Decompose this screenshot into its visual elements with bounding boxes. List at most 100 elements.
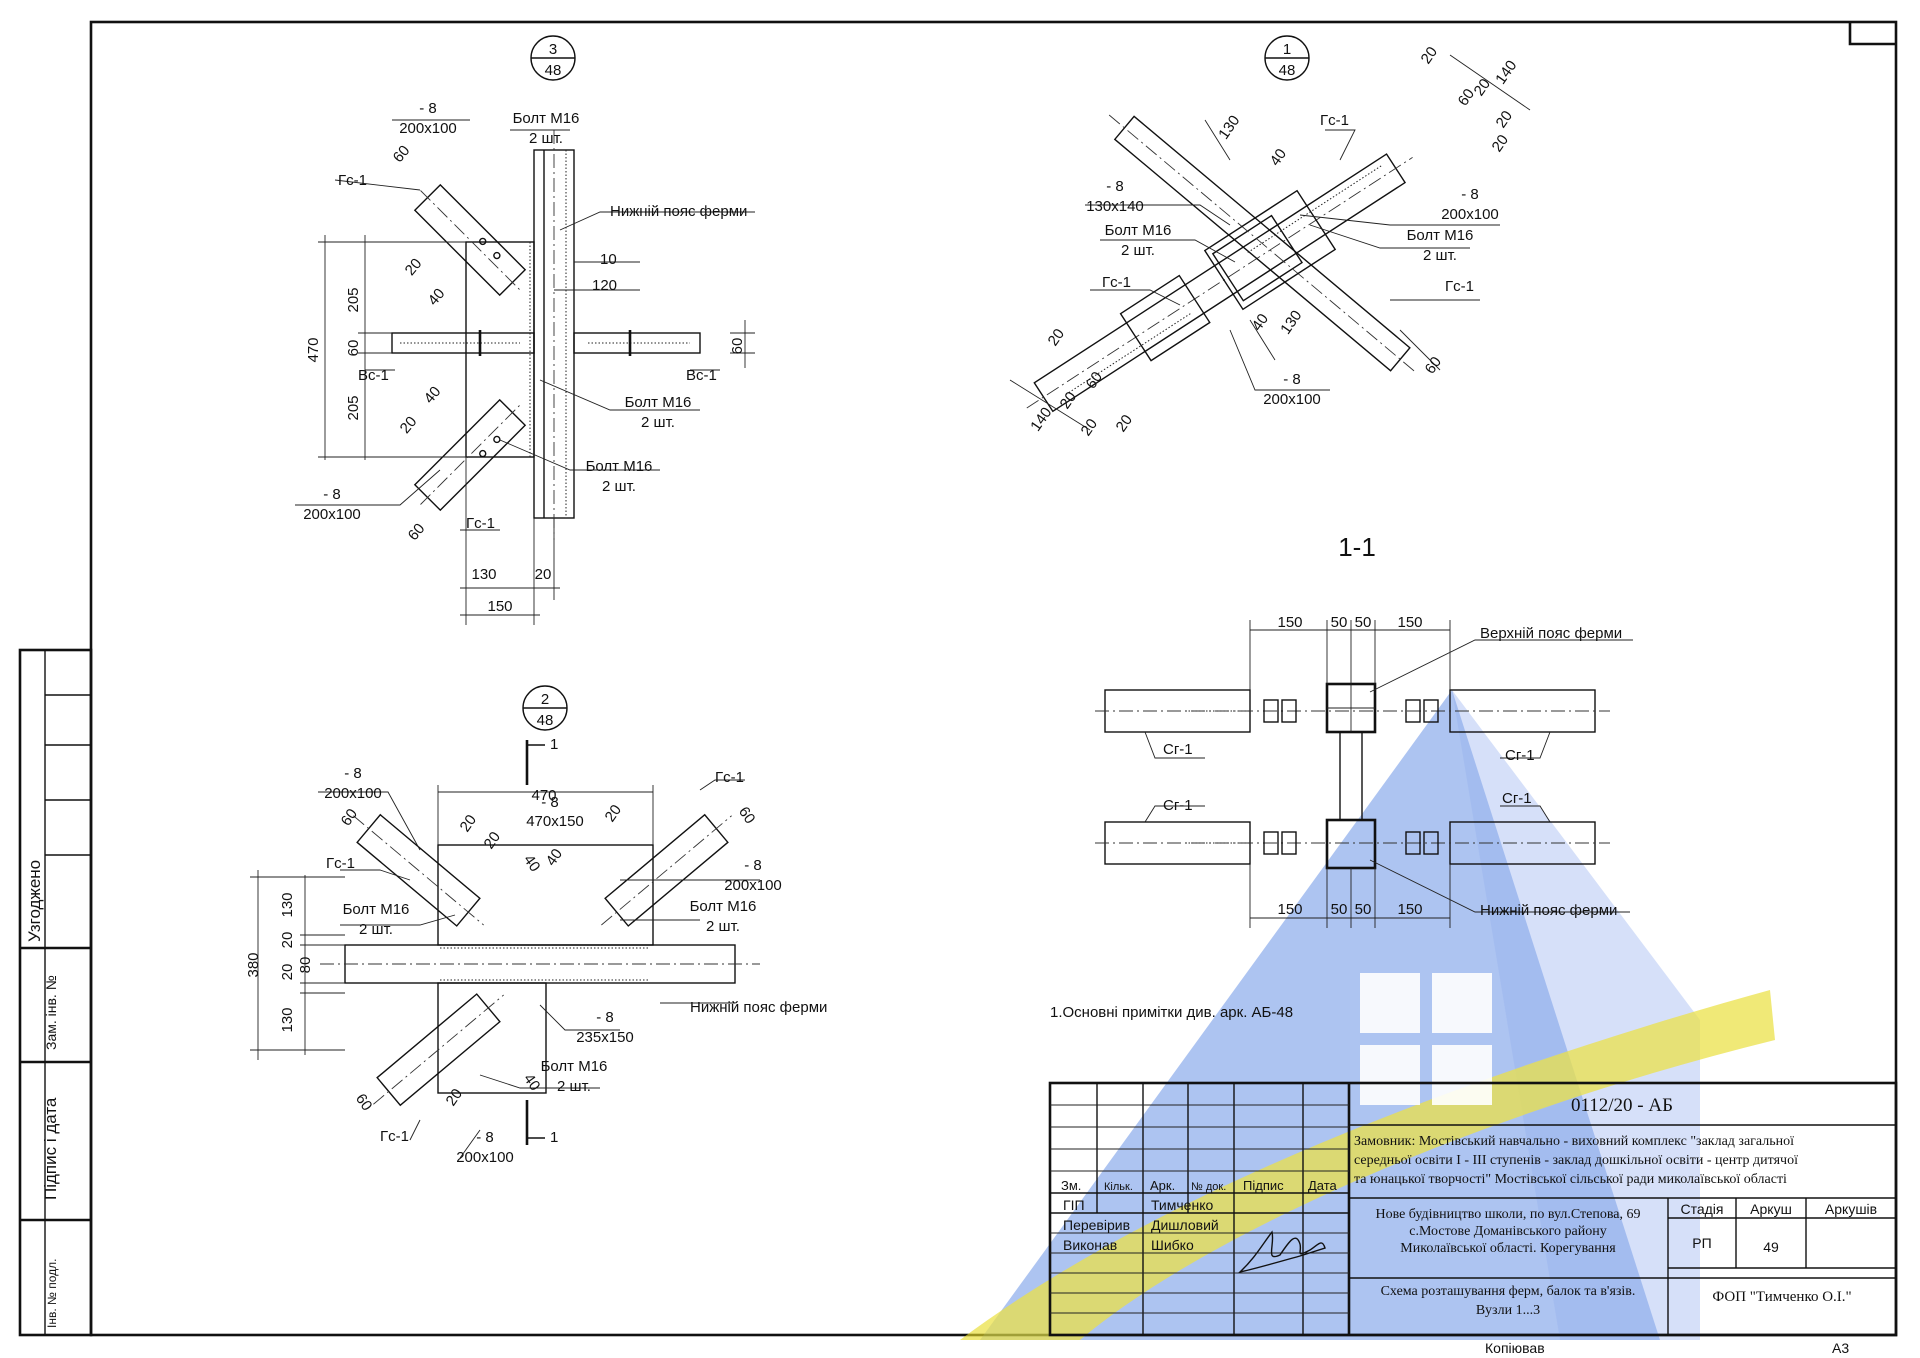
n2-plate-tl-1: - 8 — [344, 765, 362, 782]
n1-bolt-b-1: Болт М16 — [1407, 227, 1474, 244]
n2-dim-60a: 60 — [338, 806, 361, 829]
n3-bolt-top-1: Болт М16 — [513, 110, 580, 127]
n2-chord-label: Нижній пояс ферми — [690, 999, 827, 1016]
n2-dim-20a: 20 — [279, 932, 296, 949]
n3-dim-20b: 20 — [535, 566, 552, 583]
s11-dim-bot-150b: 150 — [1397, 901, 1422, 918]
n3-plate-bot-1: - 8 — [323, 486, 341, 503]
n3-dim-60a: 60 — [390, 142, 414, 166]
name-executed: Шибко — [1151, 1237, 1194, 1253]
n2-plate-bl-1: - 8 — [476, 1129, 494, 1146]
n3-bolt-mid-2: 2 шт. — [641, 414, 675, 431]
customer-line-2: середньої освіти I - III ступенів - закл… — [1354, 1153, 1798, 1168]
n1-bolt-b-2: 2 шт. — [1423, 247, 1457, 264]
side-inv-replace-label: Зам. інв. № — [43, 975, 59, 1050]
n2-dim-20b: 20 — [279, 964, 296, 981]
n1-plate-c-1: - 8 — [1283, 371, 1301, 388]
n1-dim-40b: 40 — [1249, 311, 1272, 334]
n1-dim-60a: 60 — [1455, 86, 1478, 109]
n1-plate-a-1: - 8 — [1106, 178, 1124, 195]
n2-dim-40a: 40 — [520, 852, 543, 875]
n3-dim-60b: 60 — [405, 520, 429, 544]
drawing-title-1: Схема розташування ферм, балок та в'язів… — [1381, 1284, 1636, 1299]
n2-dim-130b: 130 — [279, 1007, 296, 1032]
n2-dim-130a: 130 — [279, 892, 296, 917]
n3-dim-150: 150 — [487, 598, 512, 615]
s11-dim-top-150a: 150 — [1277, 614, 1302, 631]
node-2-drawing: 2 48 1 1 — [245, 685, 827, 1166]
side-inv-orig-label: Інв. № подл. — [45, 1259, 59, 1328]
n2-plate-tr-1: - 8 — [744, 857, 762, 874]
n2-plate-bot-2: 235x150 — [576, 1029, 634, 1046]
sheet-header: Аркуш — [1750, 1201, 1792, 1217]
n3-gs1-top: Гс-1 — [338, 172, 367, 189]
n1-plate-c-2: 200x100 — [1263, 391, 1321, 408]
n2-dim-20d: 20 — [481, 829, 504, 852]
n2-bolt-b-1: Болт М16 — [541, 1058, 608, 1075]
hdr-ndok: № док. — [1191, 1181, 1226, 1193]
n1-bolt-a-2: 2 шт. — [1121, 242, 1155, 259]
section-title: 1-1 — [1338, 532, 1376, 562]
hdr-kilk: Кільк. — [1104, 1181, 1133, 1193]
n2-dim-40b: 40 — [543, 846, 566, 869]
n2-plate-tl-2: 200x100 — [324, 785, 382, 802]
name-gip: Тимченко — [1151, 1197, 1213, 1213]
n3-dim-20a: 20 — [402, 255, 426, 279]
n1-dim-130a: 130 — [1215, 112, 1243, 142]
n3-bolt-bot-1: Болт М16 — [586, 458, 653, 475]
n2-plate-bl-2: 200x100 — [456, 1149, 514, 1166]
hdr-ark: Арк. — [1150, 1178, 1175, 1193]
s11-dim-top-150b: 150 — [1397, 614, 1422, 631]
name-checked: Дишловий — [1151, 1217, 1219, 1233]
n3-dim-20c: 20 — [397, 413, 421, 437]
n1-plate-b-1: - 8 — [1461, 186, 1479, 203]
n2-bolt-r-1: Болт М16 — [690, 898, 757, 915]
role-gip: ГІП — [1063, 1197, 1085, 1213]
sheet-number: 49 — [1763, 1239, 1779, 1255]
s11-dim-bot-50b: 50 — [1355, 901, 1372, 918]
s11-sg1-a: Сг-1 — [1163, 741, 1193, 758]
stage-value: РП — [1692, 1235, 1711, 1251]
n1-dim-140a: 140 — [1492, 57, 1520, 87]
n2-bolt-r-2: 2 шт. — [706, 918, 740, 935]
n1-dim-20a: 20 — [1418, 44, 1441, 67]
general-note: 1.Основні примітки див. арк. АБ-48 — [1050, 1004, 1293, 1021]
customer-line-1: Замовник: Мостівський навчально - виховн… — [1354, 1134, 1794, 1149]
n3-plate-top-1: - 8 — [419, 100, 437, 117]
s11-dim-top-50a: 50 — [1331, 614, 1348, 631]
n2-bolt-l-2: 2 шт. — [359, 921, 393, 938]
role-checked: Перевірив — [1063, 1217, 1130, 1233]
project-line-3: Миколаївської області. Корегування — [1400, 1241, 1616, 1256]
n2-dim-20c: 20 — [457, 812, 480, 835]
s11-bot-chord-label: Нижній пояс ферми — [1480, 902, 1617, 919]
n3-plate-top-2: 200x100 — [399, 120, 457, 137]
n1-plate-a-2: 130x140 — [1086, 198, 1144, 215]
title-block: 0112/20 - АБ Замовник: Мостівський навча… — [1048, 1081, 1898, 1337]
node-1-ref: 48 — [1279, 62, 1296, 79]
n1-gs1-left: Гс-1 — [1102, 274, 1131, 291]
n3-bolt-mid-1: Болт М16 — [625, 394, 692, 411]
n3-chord-label: Нижній пояс ферми — [610, 203, 747, 220]
s11-sg1-c: Сг-1 — [1163, 797, 1193, 814]
s11-dim-bot-50a: 50 — [1331, 901, 1348, 918]
n3-plate-bot-2: 200x100 — [303, 506, 361, 523]
side-agreed-label: Узгоджено — [25, 860, 44, 942]
n2-dim-80: 80 — [297, 957, 314, 974]
n3-vs1-left: Вс-1 — [358, 367, 389, 384]
n2-gs1-tr: Гс-1 — [715, 769, 744, 786]
s11-sg1-b: Сг-1 — [1505, 747, 1535, 764]
side-sign-date-label: Підпис і дата — [41, 1097, 60, 1200]
n3-dim-130: 130 — [471, 566, 496, 583]
n1-dim-20c: 20 — [1493, 108, 1516, 131]
company-name: ФОП "Тимченко О.І." — [1712, 1289, 1851, 1305]
n1-dim-20e: 20 — [1045, 326, 1068, 349]
n2-plate-main-2: 470x150 — [526, 813, 584, 830]
sheets-header: Аркушів — [1825, 1201, 1877, 1217]
n1-dim-20g: 20 — [1078, 416, 1101, 439]
n1-bolt-a-1: Болт М16 — [1105, 222, 1172, 239]
n2-gs1-bl: Гс-1 — [380, 1128, 409, 1145]
project-line-1: Нове будівництво школи, по вул.Степова, … — [1375, 1207, 1640, 1222]
n3-dim-40b: 40 — [421, 383, 445, 407]
n2-dim-40c: 40 — [520, 1071, 543, 1094]
